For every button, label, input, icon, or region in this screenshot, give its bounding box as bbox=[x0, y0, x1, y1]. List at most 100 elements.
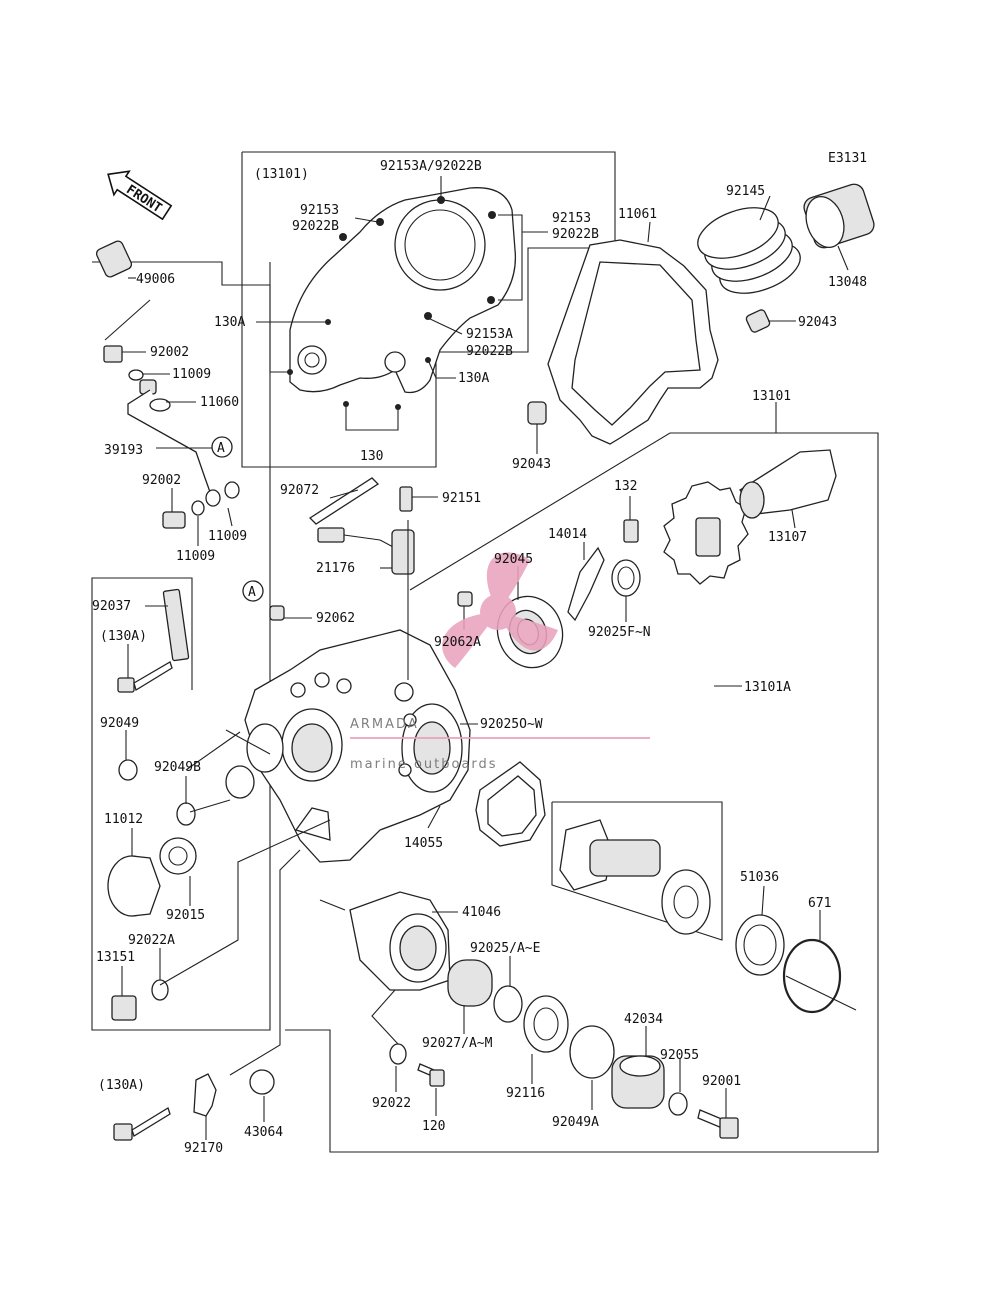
part-label: 11009 bbox=[176, 549, 215, 564]
diagram-frames bbox=[91, 151, 879, 1153]
part-label: (13101) bbox=[254, 167, 309, 182]
part-label: 92116 bbox=[506, 1086, 545, 1101]
washer-92022 bbox=[389, 1043, 407, 1065]
part-label: 92022 bbox=[372, 1096, 411, 1111]
bolt-130a-upper bbox=[117, 661, 173, 693]
shim-92025 bbox=[493, 985, 523, 1023]
part-label: 92002 bbox=[142, 473, 181, 488]
part-label: 42034 bbox=[624, 1012, 663, 1027]
part-label: 92022A bbox=[128, 933, 175, 948]
part-label: 92062A bbox=[434, 635, 481, 650]
part-label: 14014 bbox=[548, 527, 587, 542]
gear-13107 bbox=[663, 449, 837, 585]
part-label: 39193 bbox=[104, 443, 143, 458]
part-label: 92043 bbox=[512, 457, 551, 472]
bearing-92116 bbox=[523, 995, 569, 1053]
pinion-gear-assembly bbox=[559, 819, 711, 935]
o-ring-671 bbox=[782, 938, 842, 1014]
part-label: 92049 bbox=[100, 716, 139, 731]
leader-lines bbox=[104, 176, 857, 1140]
part-label: 92025F~N bbox=[588, 625, 651, 640]
bolt-120 bbox=[417, 1063, 445, 1087]
part-label: 130 bbox=[360, 449, 383, 464]
part-label: 92001 bbox=[702, 1074, 741, 1089]
coupler-42034 bbox=[611, 1055, 665, 1109]
diagram-code: E3131 bbox=[828, 151, 867, 166]
part-label: 13101A bbox=[744, 680, 791, 695]
part-label: 11009 bbox=[172, 367, 211, 382]
part-label: 120 bbox=[422, 1119, 445, 1134]
gasket-11061 bbox=[547, 239, 719, 445]
part-label: 92049B bbox=[154, 760, 201, 775]
part-label: 92170 bbox=[184, 1141, 223, 1156]
gasket-14055 bbox=[475, 761, 546, 847]
part-label: 51036 bbox=[740, 870, 779, 885]
part-label: 13107 bbox=[768, 530, 807, 545]
o-ring-92055 bbox=[668, 1092, 688, 1116]
collar-92043-a bbox=[745, 309, 771, 333]
part-label: 92153A/92022B bbox=[380, 159, 482, 174]
part-label: 130A bbox=[458, 371, 489, 386]
watermark-logo: ARMADA marine outboards bbox=[350, 552, 650, 772]
case-41046 bbox=[349, 891, 451, 991]
part-label: 92015 bbox=[166, 908, 205, 923]
part-label: 92153A bbox=[466, 327, 513, 342]
part-label: 13048 bbox=[828, 275, 867, 290]
bolt-92001 bbox=[697, 1109, 739, 1139]
seal-92049a bbox=[569, 1025, 615, 1079]
part-label: 92045 bbox=[494, 552, 533, 567]
part-label: 92002 bbox=[150, 345, 189, 360]
part-label: 92153 bbox=[300, 203, 339, 218]
gear-housing bbox=[244, 629, 471, 863]
seal-parts-left bbox=[107, 759, 255, 1021]
part-label: 49006 bbox=[136, 272, 175, 287]
part-label: 130A bbox=[214, 315, 245, 330]
svg-text:A: A bbox=[248, 585, 256, 600]
collar-92043-b bbox=[527, 401, 547, 425]
part-label: 41046 bbox=[462, 905, 501, 920]
part-label: 13101 bbox=[752, 389, 791, 404]
part-label: 11012 bbox=[104, 812, 143, 827]
propeller-icon bbox=[442, 552, 558, 668]
part-label: 14055 bbox=[404, 836, 443, 851]
watermark-tagline: marine outboards bbox=[350, 757, 498, 772]
part-label: 92027/A~M bbox=[422, 1036, 493, 1051]
part-label: (130A) bbox=[100, 629, 147, 644]
part-label: (130A) bbox=[98, 1078, 145, 1093]
part-label: 92151 bbox=[442, 491, 481, 506]
part-label: 92022B bbox=[292, 219, 339, 234]
part-label: 92025O~W bbox=[480, 717, 543, 732]
grommet-43064 bbox=[249, 1069, 275, 1095]
part-label: 92043 bbox=[798, 315, 837, 330]
spring-92145 bbox=[697, 207, 801, 294]
svg-text:A: A bbox=[217, 441, 225, 456]
part-label: 671 bbox=[808, 896, 831, 911]
reference-mark-a: A bbox=[211, 436, 233, 458]
part-label: 92062 bbox=[316, 611, 355, 626]
part-label: 92025/A~E bbox=[470, 941, 540, 956]
sleeve-92027 bbox=[447, 959, 493, 1007]
part-label: 132 bbox=[614, 479, 637, 494]
part-label: 92055 bbox=[660, 1048, 699, 1063]
watermark-brand: ARMADA bbox=[350, 717, 419, 732]
part-label: 13151 bbox=[96, 950, 135, 965]
bolt-130a-lower bbox=[113, 1107, 171, 1141]
part-label: 11060 bbox=[200, 395, 239, 410]
part-labels: E3131 (13101) 92153A/92022B 92153 92022B… bbox=[92, 151, 867, 1156]
coupling-13048 bbox=[803, 183, 875, 249]
oil-line-parts bbox=[95, 240, 240, 529]
clamp-92170 bbox=[193, 1073, 217, 1117]
part-label: 92072 bbox=[280, 483, 319, 498]
seal-51036 bbox=[735, 914, 785, 976]
part-label: 92037 bbox=[92, 599, 131, 614]
part-label: 92145 bbox=[726, 184, 765, 199]
front-arrow-icon: FRONT bbox=[107, 170, 173, 221]
part-label: 11061 bbox=[618, 207, 657, 222]
part-label: 92022B bbox=[552, 227, 599, 242]
part-label: 43064 bbox=[244, 1125, 283, 1140]
part-label: 92153 bbox=[552, 211, 591, 226]
reference-mark-a: A bbox=[242, 580, 264, 602]
bracket-92037 bbox=[162, 588, 190, 662]
part-label: 92022B bbox=[466, 344, 513, 359]
